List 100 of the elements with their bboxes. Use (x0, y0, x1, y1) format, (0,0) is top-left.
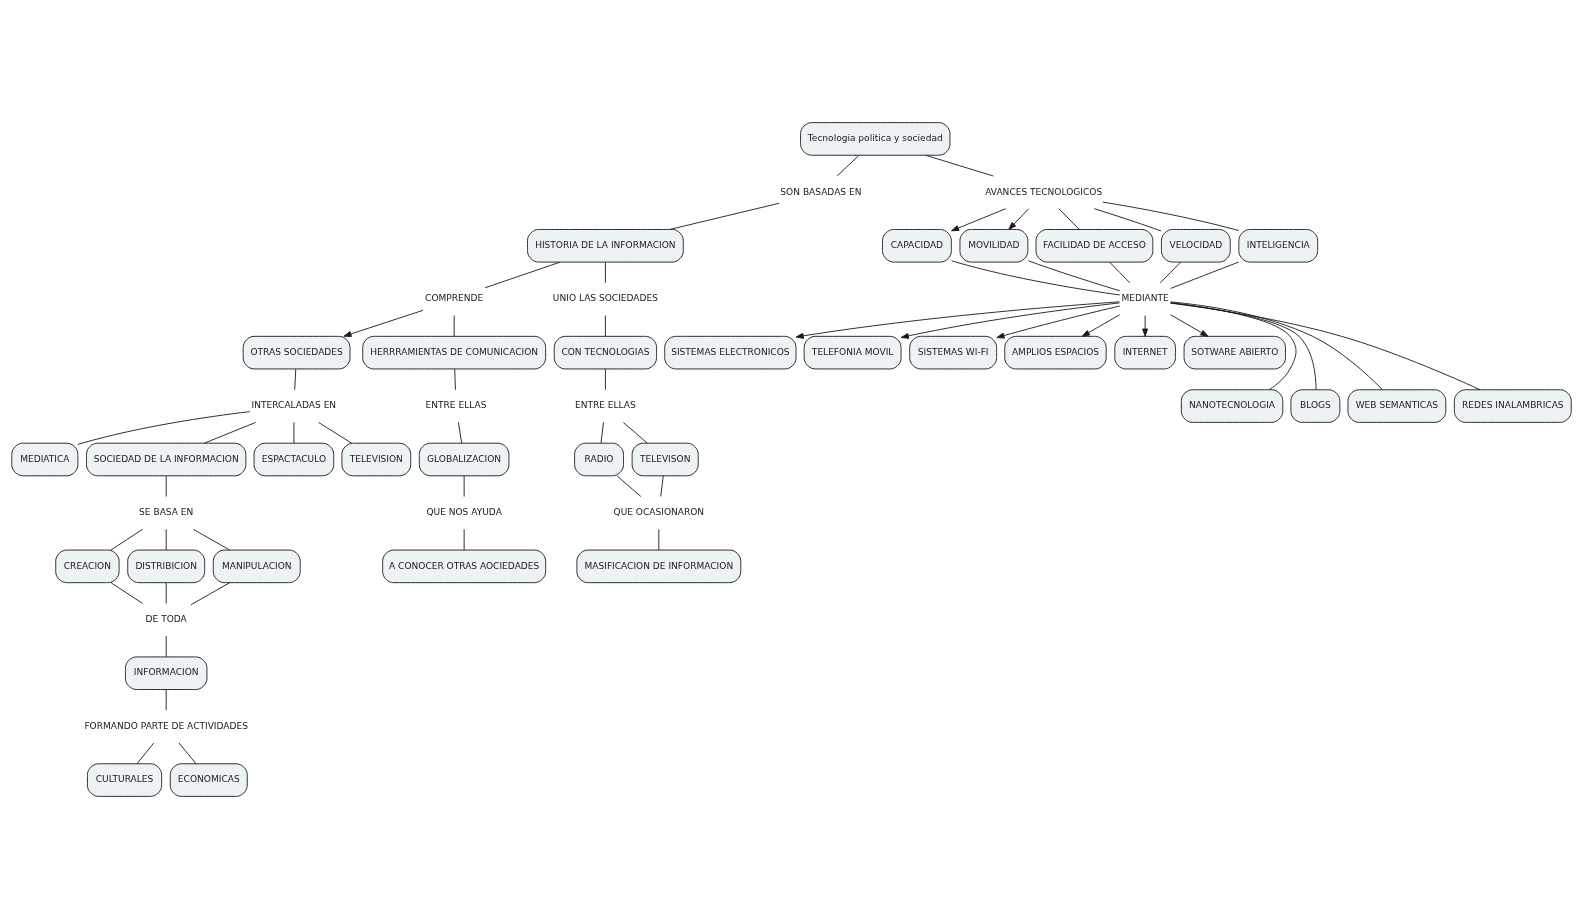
connector (110, 581, 144, 604)
connector (604, 314, 606, 337)
connector (1109, 261, 1131, 283)
connector (1170, 302, 1481, 390)
node-text: QUE NOS AYUDA (426, 506, 502, 517)
connector (453, 314, 455, 337)
arrow (343, 309, 424, 337)
node-box: CREACION (55, 549, 120, 583)
node-box: INTERNET (1114, 335, 1176, 369)
arrow (900, 301, 1120, 339)
node-box: A CONOCER OTRAS AOCIEDADES (382, 549, 547, 583)
node-box: VELOCIDAD (1160, 228, 1231, 263)
connector (1093, 207, 1162, 231)
connector (110, 528, 143, 550)
connector (165, 635, 167, 657)
node-text: ENTRE ELLAS (425, 399, 487, 410)
arrow (1170, 313, 1209, 337)
connector (925, 154, 994, 176)
connector (622, 421, 648, 444)
node-box: RADIO (574, 442, 624, 476)
node-text: INTERCALADAS EN (251, 399, 337, 410)
connector (616, 474, 642, 497)
arrow (951, 207, 1007, 231)
node-text: MEDIANTE (1121, 292, 1169, 303)
arrow (1081, 313, 1121, 337)
node-box: MOVILIDAD (959, 228, 1029, 263)
node-box: HERRRAMIENTAS DE COMUNICACION (362, 335, 547, 369)
node-box: FACILIDAD DE ACCESO (1035, 228, 1154, 263)
node-box: CON TECNOLOGIAS (553, 335, 658, 369)
node-text: ENTRE ELLAS (574, 399, 636, 410)
node-box: CULTURALES (86, 762, 163, 797)
node-box: INFORMACION (124, 655, 208, 690)
connector (604, 368, 606, 390)
node-text: FORMANDO PARTE DE ACTIVIDADES (84, 720, 248, 731)
node-text: UNIO LAS SOCIEDADES (552, 292, 658, 303)
node-box: WEB SEMANTICAS (1347, 388, 1447, 423)
connector (669, 202, 780, 230)
connector (192, 528, 231, 550)
node-box: ESPACTACULO (253, 442, 335, 476)
node-box: BLOGS (1290, 388, 1341, 423)
node-text: COMPRENDE (425, 292, 484, 303)
node-box: SISTEMAS WI-FI (909, 335, 998, 369)
node-text: QUE OCASIONARON (613, 506, 705, 517)
node-box: GLOBALIZACION (418, 442, 510, 476)
connector (454, 368, 456, 390)
arrow (996, 305, 1121, 338)
connector (1170, 261, 1240, 289)
node-box: INTELIGENCIA (1238, 228, 1319, 263)
node-box: MEDIATICA (11, 442, 79, 476)
connector (1058, 207, 1080, 230)
node-text: SE BASA EN (139, 506, 194, 517)
connector (77, 410, 251, 445)
node-box: SISTEMAS ELECTRONICOS (664, 335, 797, 369)
node-box: SOCIEDAD DE LA INFORMACION (86, 442, 247, 476)
connector (1170, 300, 1383, 390)
connector (604, 261, 606, 283)
node-text: AVANCES TECNOLOGICOS (985, 186, 1103, 197)
connector (293, 421, 295, 444)
connector (1102, 201, 1240, 231)
node-box: DISTRIBICION (127, 549, 206, 583)
connector (836, 154, 860, 176)
arrow (795, 300, 1120, 339)
connector (600, 421, 604, 444)
node-box: CAPACIDAD (882, 228, 952, 263)
node-text: DE TODA (145, 613, 187, 624)
connector (190, 581, 231, 605)
node-box: HISTORIA DE LA INFORMACION (527, 228, 684, 263)
arrow (1008, 207, 1030, 230)
connector (463, 474, 465, 497)
node-box: ECONOMICAS (169, 762, 248, 797)
connector (318, 421, 353, 444)
connector (1159, 261, 1182, 283)
node-box: MANIPULACION (212, 549, 301, 583)
connector (658, 528, 660, 550)
connector (178, 742, 197, 764)
connector (165, 528, 167, 550)
node-box: TELEFONIA MOVIL (803, 335, 902, 369)
connector (136, 742, 155, 764)
connector (463, 528, 465, 550)
connector (457, 421, 463, 444)
node-box: SOTWARE ABIERTO (1183, 335, 1286, 369)
node-box: AMPLIOS ESPACIOS (1004, 335, 1107, 369)
node-box: MASIFICACION DE INFORMACION (576, 549, 742, 583)
arrow (1142, 314, 1149, 337)
node-text: SON BASADAS EN (780, 186, 862, 197)
connector (294, 368, 297, 390)
connector (1027, 259, 1121, 291)
node-box: TELEVISON (631, 442, 699, 476)
node-box: OTRAS SOCIEDADES (242, 335, 351, 369)
connector (951, 259, 1121, 295)
node-box: Tecnologia politica y sociedad (800, 121, 951, 156)
connector (204, 421, 257, 444)
node-box: REDES INALAMBRICAS (1453, 388, 1572, 423)
connector (165, 688, 167, 711)
connector (165, 474, 167, 497)
connector (484, 261, 561, 288)
node-box: NANOTECNOLOGIA (1180, 388, 1284, 423)
connector (165, 581, 167, 604)
node-box: TELEVISION (341, 442, 412, 476)
connector (660, 474, 664, 497)
